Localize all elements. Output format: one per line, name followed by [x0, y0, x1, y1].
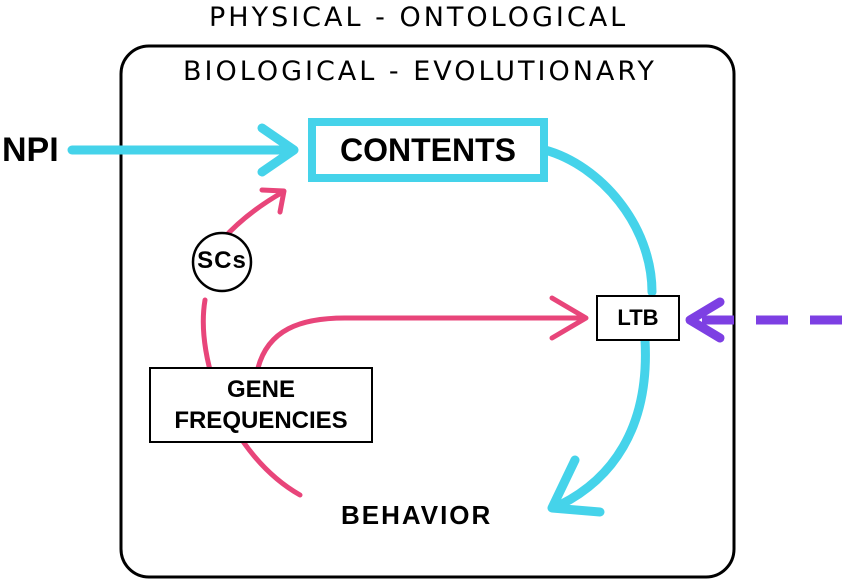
behavior-label: BEHAVIOR: [341, 500, 493, 530]
biological-evolutionary-frame: [119, 44, 736, 579]
inner-title: BIOLOGICAL - EVOLUTIONARY: [183, 56, 657, 87]
gene-frequencies-line1: GENE: [226, 376, 295, 403]
contents-to-behavior-arrow: [540, 145, 657, 517]
ltb-box: LTB: [596, 295, 680, 341]
outer-title: PHYSICAL - ONTOLOGICAL: [209, 2, 629, 33]
scs-circle: [191, 231, 253, 293]
npi-arrow: [67, 123, 299, 177]
gene-frequencies-line2: FREQUENCIES: [174, 407, 348, 434]
external-input-dashed-arrow: [685, 297, 842, 343]
genes-to-ltb-arrow: [255, 295, 589, 371]
npi-label: NPI: [2, 131, 59, 169]
scs-label: SCs: [197, 247, 247, 274]
gene-frequencies-box: GENE FREQUENCIES: [149, 367, 373, 443]
contents-label: CONTENTS: [340, 131, 516, 168]
contents-box: CONTENTS: [308, 118, 548, 182]
ltb-label: LTB: [617, 305, 659, 330]
